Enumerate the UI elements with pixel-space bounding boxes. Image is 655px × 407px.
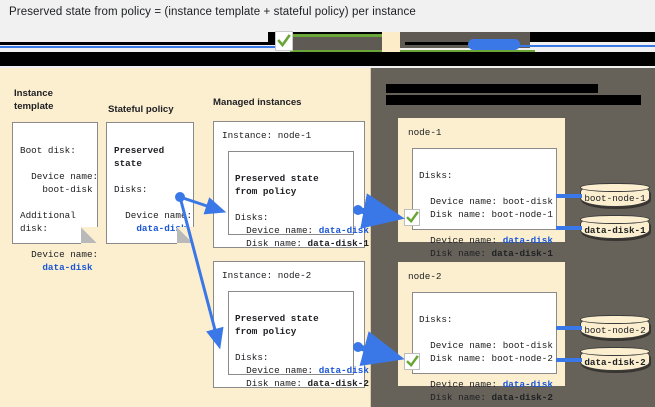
data-disk-name-label: Disk name: [430, 392, 492, 403]
disk-label: boot-node-2 [584, 324, 646, 336]
device-name-value: data-disk [318, 225, 369, 236]
preserved-state-title: Preserved state from policy [235, 313, 319, 337]
disks-label: Disks: [235, 352, 269, 363]
node-disks-box: Disks: Device name: boot-disk Disk name:… [412, 292, 557, 403]
cylinder-top [580, 183, 650, 192]
legend-swatch-blue [468, 39, 520, 50]
redaction-bar [386, 95, 641, 105]
check-icon [404, 353, 420, 370]
boot-disk-name: Disk name: boot-node-2 [430, 353, 553, 364]
boot-device-name-value: boot-disk [42, 184, 93, 195]
instance-template-card: Boot disk: Device name: boot-disk Additi… [12, 122, 99, 273]
node-disks-box: Disks: Device name: boot-disk Disk name:… [412, 148, 557, 259]
cylinder-top [580, 315, 650, 324]
instance-name-label: Instance: node-1 [222, 130, 312, 141]
disk-cylinder: data-disk-1 [580, 215, 650, 239]
card-fold-corner [177, 227, 194, 244]
legend-swatch-cream [382, 32, 400, 52]
data-device-name-label: Device name: [430, 235, 503, 246]
policy-device-name-value: data-disk [136, 223, 187, 234]
additional-device-name-value: data-disk [42, 262, 93, 273]
live-node-card: node-1 Disks: Device name: boot-disk Dis… [398, 118, 565, 259]
disk-label: boot-node-1 [584, 192, 646, 204]
boot-device-name: Device name: boot-disk [430, 196, 553, 207]
legend-line-blue [0, 46, 278, 48]
data-disk-name-value: data-disk-1 [491, 248, 553, 259]
policy-disks-label: Disks: [114, 184, 148, 195]
disks-label: Disks: [419, 314, 453, 325]
column-heading-instance-template: Instance template [14, 88, 54, 112]
preserved-state-title: Preserved state from policy [235, 173, 319, 197]
data-disk-name-value: data-disk-2 [491, 392, 553, 403]
redaction-bar [280, 36, 400, 50]
legend-line-blue [500, 45, 655, 47]
disk-cylinder: data-disk-2 [580, 347, 650, 371]
redaction-bar [0, 52, 655, 66]
boot-disk-name: Disk name: boot-node-1 [430, 209, 553, 220]
data-device-name-value: data-disk [502, 379, 553, 390]
page-title: Preserved state from policy = (instance … [9, 6, 416, 18]
cylinder-top [580, 215, 650, 224]
boot-device-name-label: Device name: [31, 171, 99, 182]
disk-name-label: Disk name: [246, 378, 308, 389]
redaction-bar [0, 42, 282, 45]
check-icon [404, 209, 420, 226]
legend-line-green [290, 50, 535, 53]
managed-instances-title: Managed instances [213, 96, 302, 108]
disk-name-value: data-disk-2 [307, 378, 369, 389]
disk-name-value: data-disk-1 [307, 238, 369, 249]
card-fold-corner [81, 227, 98, 244]
legend-line-green [292, 34, 417, 37]
redaction-bar [405, 42, 505, 45]
device-name-label: Device name: [246, 365, 319, 376]
disks-label: Disks: [419, 170, 453, 181]
live-node-card: node-2 Disks: Device name: boot-disk Dis… [398, 262, 565, 403]
disk-cylinder: boot-node-1 [580, 183, 650, 207]
node-name-label: node-2 [408, 271, 442, 282]
cylinder-top [580, 347, 650, 356]
node-name-label: node-1 [408, 127, 442, 138]
redaction-bar [386, 84, 598, 93]
data-device-name-value: data-disk [502, 235, 553, 246]
legend-bar-redacted [0, 28, 655, 66]
device-name-label: Device name: [246, 225, 319, 236]
column-heading-stateful-policy: Stateful policy [108, 104, 174, 115]
instance-name-label: Instance: node-2 [222, 270, 312, 281]
additional-disk-label: Additional disk: [20, 210, 76, 234]
data-disk-name-label: Disk name: [430, 248, 492, 259]
managed-instance-card: Instance: node-2 Preserved state from po… [213, 261, 369, 389]
data-device-name-label: Device name: [430, 379, 503, 390]
disk-label: data-disk-2 [584, 356, 646, 368]
additional-device-name-label: Device name: [31, 249, 99, 260]
check-icon [275, 31, 293, 51]
policy-device-name-label: Device name: [125, 210, 193, 221]
disk-cylinder: boot-node-2 [580, 315, 650, 339]
managed-instance-card: Instance: node-1 Preserved state from po… [213, 121, 369, 249]
disk-label: data-disk-1 [584, 224, 646, 236]
preserved-state-label: Preserved state [114, 145, 165, 169]
boot-disk-label: Boot disk: [20, 145, 76, 156]
device-name-value: data-disk [318, 365, 369, 376]
boot-device-name: Device name: boot-disk [430, 340, 553, 351]
preserved-state-box: Preserved state from policy Disks: Devic… [228, 151, 369, 249]
disk-name-label: Disk name: [246, 238, 308, 249]
disks-label: Disks: [235, 212, 269, 223]
stateful-policy-card: Preserved state Disks: Device name: data… [106, 122, 194, 244]
preserved-state-box: Preserved state from policy Disks: Devic… [228, 291, 369, 389]
